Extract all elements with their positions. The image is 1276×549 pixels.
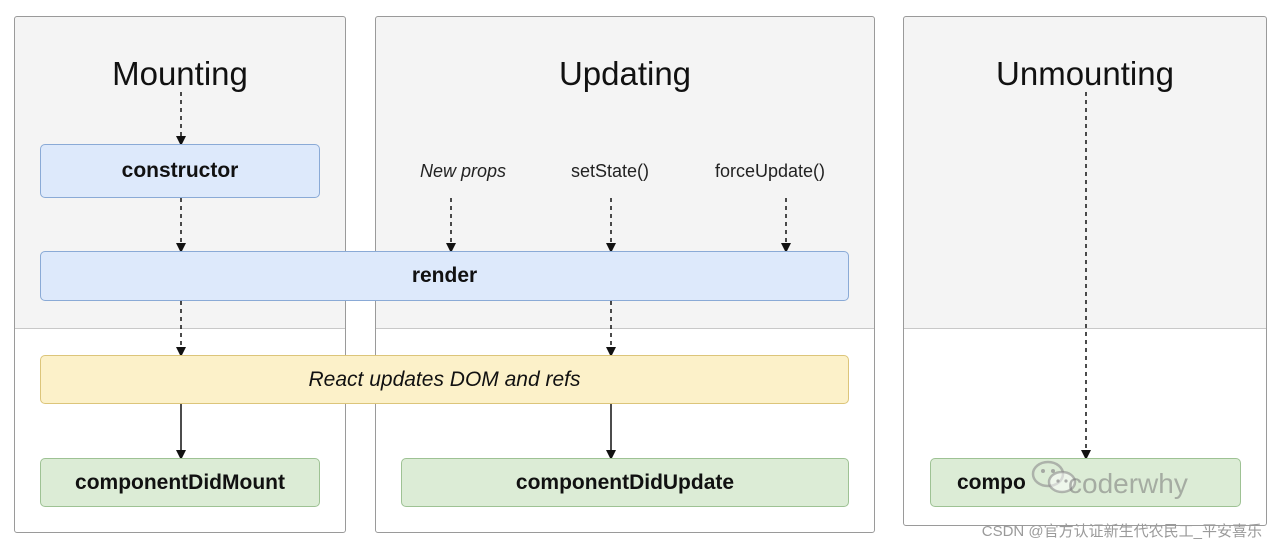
new-props-label: New props bbox=[419, 161, 507, 181]
csdn-watermark: CSDN @官方认证新生代农民工_平安喜乐 bbox=[981, 523, 1262, 540]
panel-divider bbox=[904, 328, 1266, 329]
react-updates-box: React updates DOM and refs bbox=[40, 355, 849, 404]
unmounting-panel: Unmounting bbox=[903, 16, 1267, 526]
component-did-mount-box: componentDidMount bbox=[40, 458, 320, 507]
constructor-box: constructor bbox=[40, 144, 320, 198]
render-box: render bbox=[40, 251, 849, 301]
component-did-update-box: componentDidUpdate bbox=[401, 458, 849, 507]
force-update-label: forceUpdate() bbox=[714, 161, 826, 181]
component-will-unmount-label: compo bbox=[957, 470, 1026, 494]
wechat-logo-icon bbox=[1031, 460, 1077, 494]
mounting-title: Mounting bbox=[112, 55, 248, 92]
panel-divider bbox=[376, 328, 874, 329]
set-state-label: setState() bbox=[570, 161, 650, 181]
unmounting-title: Unmounting bbox=[996, 55, 1174, 92]
panel-divider bbox=[15, 328, 345, 329]
wechat-watermark: coderwhy bbox=[1068, 468, 1188, 499]
component-will-unmount-box: compo bbox=[930, 458, 1241, 507]
updating-title: Updating bbox=[558, 55, 692, 92]
